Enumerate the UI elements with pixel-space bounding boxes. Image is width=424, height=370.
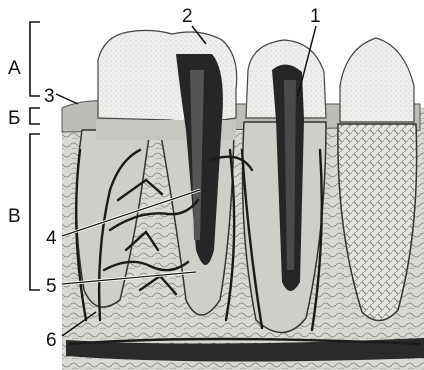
label-crown: А <box>8 58 21 79</box>
bracket-neck <box>30 108 40 124</box>
callout-2: 2 <box>182 6 193 27</box>
label-root: В <box>8 206 21 227</box>
label-neck: Б <box>8 108 20 129</box>
callout-3: 3 <box>44 86 55 107</box>
bracket-crown <box>30 22 40 96</box>
bracket-root <box>30 134 40 290</box>
callout-6: 6 <box>46 330 57 351</box>
leader-3 <box>56 94 78 104</box>
callout-4: 4 <box>46 228 57 249</box>
callout-5: 5 <box>46 276 57 297</box>
callout-1: 1 <box>310 6 321 27</box>
